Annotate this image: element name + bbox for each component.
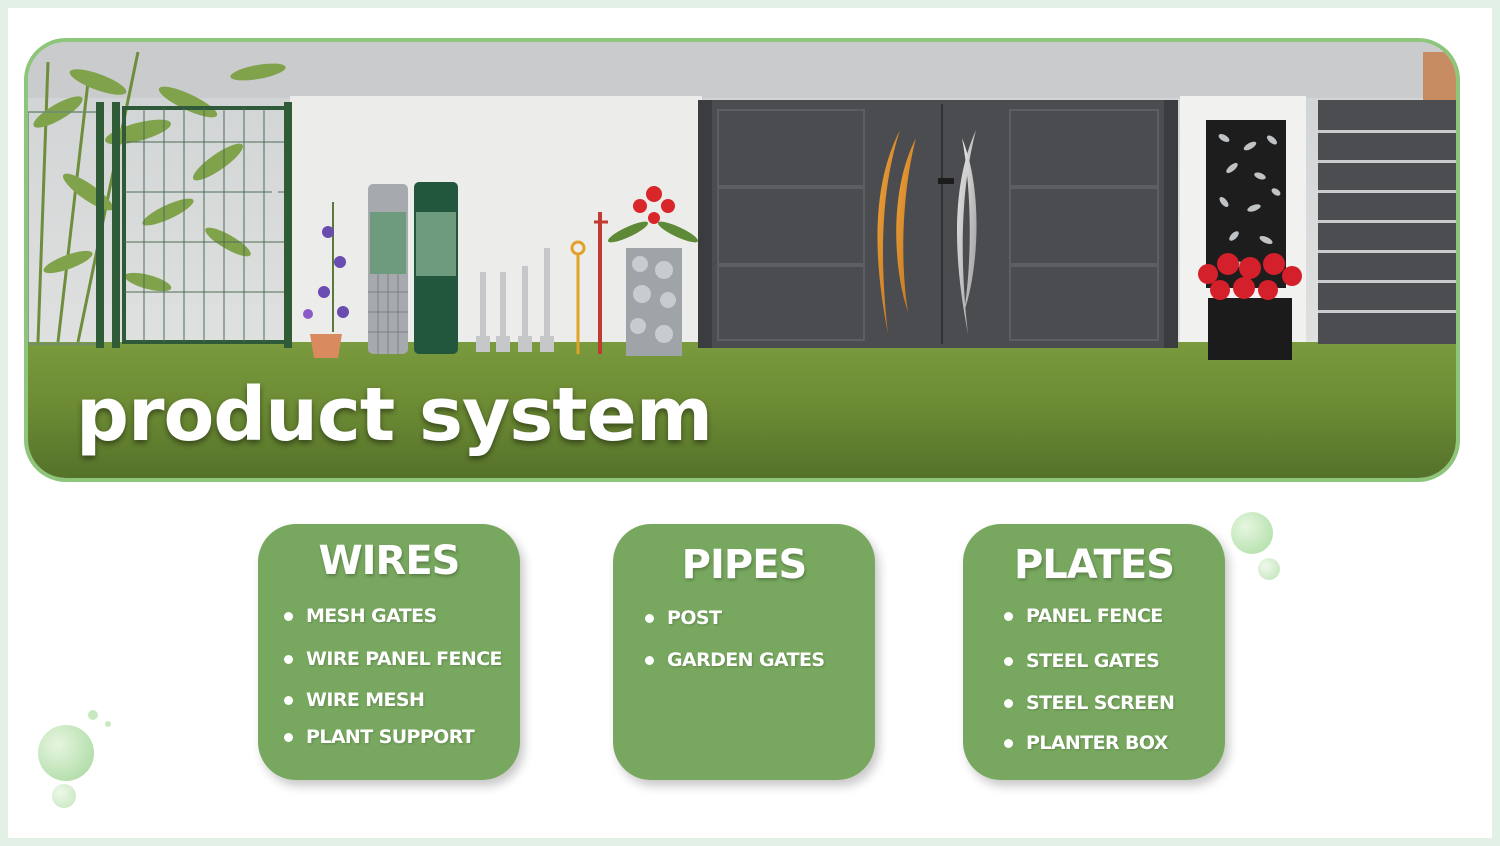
list-item[interactable]: WIRE MESH (284, 689, 425, 711)
decor-bubble (88, 710, 98, 720)
list-item[interactable]: PLANT SUPPORT (284, 726, 475, 748)
bullet-icon (1004, 657, 1013, 666)
category-card-pipes[interactable]: PIPES POST GARDEN GATES (613, 524, 875, 780)
bullet-icon (284, 612, 293, 621)
list-item[interactable]: WIRE PANEL FENCE (284, 648, 503, 670)
decor-bubble (38, 725, 94, 781)
list-item[interactable]: PLANTER BOX (1004, 732, 1168, 754)
fence-stakes (570, 212, 608, 354)
card-title: PLATES (1013, 542, 1175, 588)
category-card-plates[interactable]: PLATES PANEL FENCE STEEL GATES STEEL SCR… (963, 524, 1225, 780)
slat-fence (1318, 100, 1456, 344)
list-item[interactable]: GARDEN GATES (645, 649, 825, 671)
card-title: WIRES (318, 538, 461, 584)
plant-support (303, 202, 349, 358)
bullet-icon (284, 655, 293, 664)
bullet-icon (645, 614, 654, 623)
bullet-icon (1004, 612, 1013, 621)
decor-bubble (1231, 512, 1273, 554)
wire-mesh-rolls (368, 182, 458, 354)
steel-gate (698, 100, 1178, 348)
decor-bubble (52, 784, 76, 808)
gabion-planter (607, 186, 699, 356)
bamboo-plant (36, 51, 140, 343)
bullet-icon (1004, 739, 1013, 748)
bullet-icon (645, 656, 654, 665)
bullet-icon (284, 696, 293, 705)
hero-scene (28, 42, 1456, 478)
list-item[interactable]: STEEL SCREEN (1004, 692, 1175, 714)
hero-title: product system (76, 372, 713, 458)
list-item[interactable]: STEEL GATES (1004, 650, 1160, 672)
list-item[interactable]: PANEL FENCE (1004, 605, 1163, 627)
decor-bubble (105, 721, 111, 727)
hero-banner: product system (28, 42, 1456, 478)
bullet-icon (284, 733, 293, 742)
list-item[interactable]: MESH GATES (284, 605, 437, 627)
bullet-icon (1004, 699, 1013, 708)
card-title: PIPES (681, 542, 808, 588)
list-item[interactable]: POST (645, 607, 722, 629)
ground-spikes (476, 248, 554, 352)
decor-bubble (1258, 558, 1280, 580)
category-card-wires[interactable]: WIRES MESH GATES WIRE PANEL FENCE WIRE M… (258, 524, 520, 780)
steel-screen (1198, 120, 1302, 360)
